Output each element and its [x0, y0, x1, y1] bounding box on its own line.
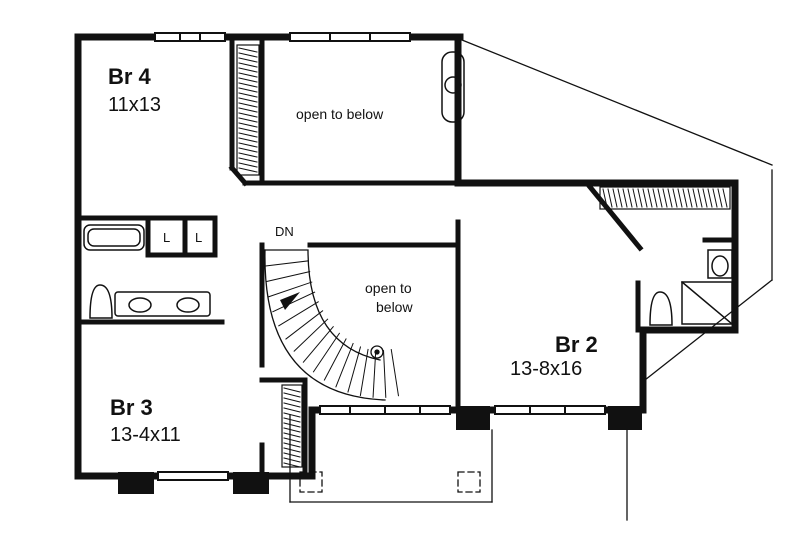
column-blocks — [118, 406, 642, 494]
room-name-br2: Br 2 — [555, 332, 598, 357]
closet-hanger-lines — [238, 47, 728, 468]
laundry-label-2: L — [195, 230, 203, 245]
laundry-label-1: L — [163, 230, 171, 245]
room-name-br3: Br 3 — [110, 395, 153, 420]
spiral-stair — [264, 249, 386, 401]
bath-fixtures — [83, 51, 734, 326]
room-dims-br3: 13-4x11 — [110, 424, 181, 446]
windows — [154, 32, 606, 481]
roof-outline — [289, 39, 773, 521]
room-name-br4: Br 4 — [108, 64, 151, 89]
closet-hatching — [236, 44, 731, 468]
stair-arrow-icon — [280, 292, 300, 310]
open-to-below-stair-line1: open to — [365, 280, 412, 296]
interior-walls — [75, 37, 738, 475]
open-to-below-upper: open to below — [296, 106, 384, 122]
deck-posts — [299, 471, 481, 493]
room-dims-br2: 13-8x16 — [510, 358, 583, 380]
stair-treads — [265, 249, 400, 398]
open-to-below-stair-line2: below — [376, 299, 413, 315]
stair-dn-label: DN — [275, 224, 294, 239]
room-dims-br4: 11x13 — [108, 94, 162, 116]
